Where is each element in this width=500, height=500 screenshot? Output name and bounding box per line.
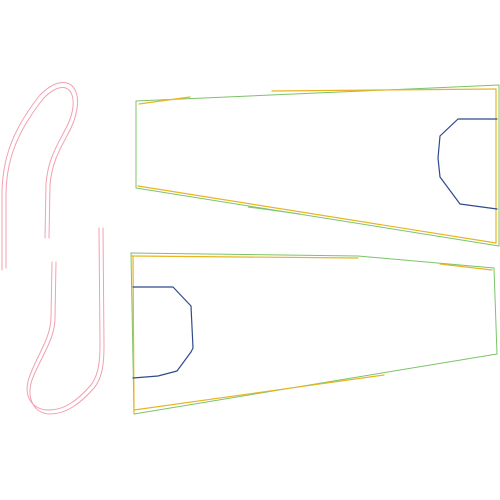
lower-panel-top-right-seam (439, 263, 493, 271)
left-lower-hook-outer-outline (29, 227, 105, 415)
upper-panel (135, 84, 500, 247)
upper-panel-top-seam-left (138, 96, 191, 105)
upper-panel-bottom-notch (247, 206, 301, 215)
lower-panel-cutout (132, 286, 194, 379)
lower-panel-left-seam (132, 255, 135, 413)
left-upper-hook-inner-outline (5, 87, 74, 269)
left-lower-hook-inner-outline (26, 227, 101, 411)
lower-panel-top-seam (131, 255, 359, 259)
left-lower-hook-piece (26, 227, 105, 415)
left-upper-hook-piece (1, 82, 79, 271)
upper-panel-top-seam-right (271, 88, 497, 92)
upper-panel-bottom-seam (137, 185, 497, 244)
upper-panel-outline (135, 84, 500, 247)
lower-panel (130, 252, 498, 415)
lower-panel-bottom-seam (133, 374, 385, 411)
lower-panel-outline (130, 252, 498, 415)
upper-panel-cutout (437, 118, 498, 210)
left-upper-hook-outer-outline (1, 82, 79, 271)
